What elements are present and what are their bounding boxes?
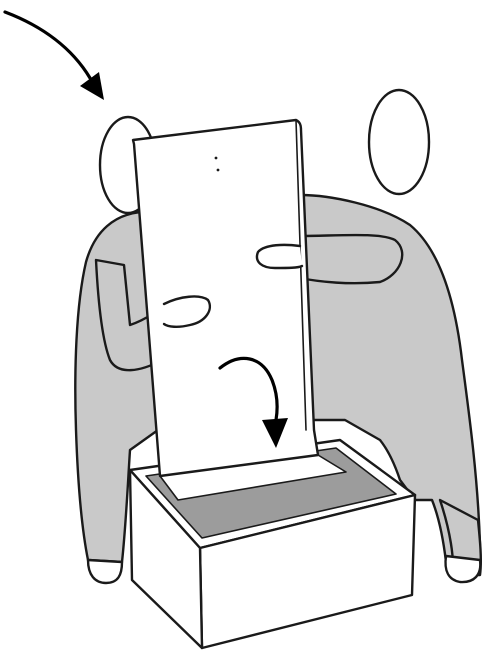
right-person-foot — [446, 556, 481, 582]
right-person-head — [369, 90, 429, 194]
left-person-foot — [88, 560, 122, 583]
right-hand-front — [257, 245, 302, 268]
panel-face — [133, 120, 318, 476]
panel-hole-bottom — [217, 169, 220, 172]
curved-arrow-down-right-icon — [5, 12, 104, 100]
panel — [133, 120, 318, 476]
right-person-arm — [300, 235, 402, 283]
panel-hole-top — [215, 157, 218, 160]
